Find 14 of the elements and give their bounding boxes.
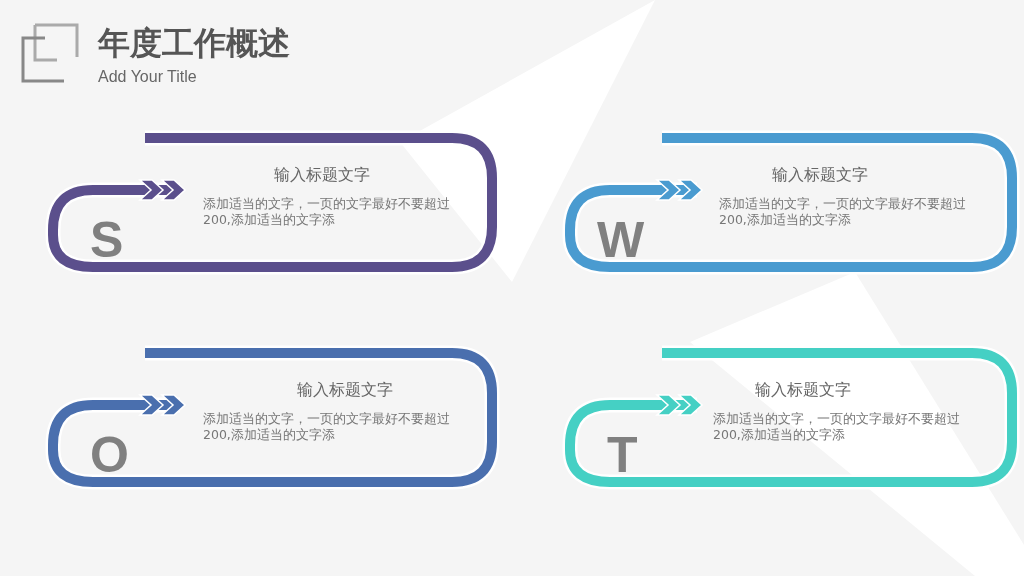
card-body-text: 添加适当的文字，一页的文字最好不要超过200,添加适当的文字添 bbox=[203, 196, 451, 228]
card-heading: 输入标题文字 bbox=[755, 380, 851, 400]
card-heading: 输入标题文字 bbox=[274, 165, 370, 185]
card-body-text: 添加适当的文字，一页的文字最好不要超过200,添加适当的文字添 bbox=[719, 196, 967, 228]
swot-letter: O bbox=[90, 430, 129, 480]
swot-letter: T bbox=[607, 430, 638, 480]
card-heading: 输入标题文字 bbox=[297, 380, 393, 400]
slide-title: 年度工作概述 bbox=[98, 23, 290, 64]
swot-letter: S bbox=[90, 215, 124, 265]
card-body-text: 添加适当的文字，一页的文字最好不要超过200,添加适当的文字添 bbox=[713, 411, 961, 443]
card-body-text: 添加适当的文字，一页的文字最好不要超过200,添加适当的文字添 bbox=[203, 411, 451, 443]
subtitle: Add Your Title bbox=[98, 68, 197, 86]
card-heading: 输入标题文字 bbox=[772, 165, 868, 185]
swot-letter: W bbox=[597, 215, 645, 265]
